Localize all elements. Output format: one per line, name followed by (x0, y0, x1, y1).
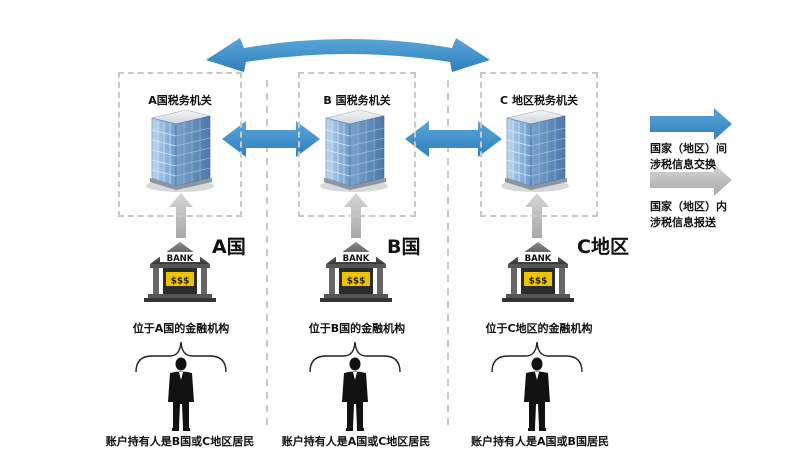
agency-title-b: B 国税务机关 (323, 94, 391, 107)
top-exchange-arrow (206, 38, 490, 72)
brace-a (135, 341, 227, 373)
holder-label-c: 账户持有人是A国或B国居民 (471, 435, 609, 448)
institution-label-b: 位于B国的金融机构 (308, 322, 406, 335)
agency-box-a (118, 72, 242, 217)
region-label-b: B国 (387, 236, 421, 258)
account-holder-icon-a (168, 357, 194, 431)
bank-money: $$$ (347, 277, 366, 287)
agency-box-c (480, 72, 598, 217)
legend-exchange-line1: 国家（地区）间 (650, 142, 727, 155)
account-holder-icon-c (524, 357, 550, 431)
bank-sign: BANK (343, 254, 370, 264)
exchange-arrow-a-b (222, 121, 320, 157)
brace-b (309, 341, 401, 373)
legend-exchange-line2: 涉税信息交换 (650, 158, 716, 171)
region-label-a: A国 (212, 236, 246, 258)
legend-report-text: 国家（地区）内 涉税信息报送 (650, 199, 727, 231)
bank-icon-c: BANK $$$ (502, 242, 574, 302)
holder-label-b: 账户持有人是A国或C地区居民 (281, 435, 431, 448)
institution-label-a: 位于A国的金融机构 (132, 322, 230, 335)
agency-title-a: A国税务机关 (148, 94, 212, 107)
account-holder-icon-b (342, 357, 368, 431)
brace-c (491, 341, 583, 373)
bank-money: $$$ (529, 277, 548, 287)
region-label-c: C地区 (577, 236, 629, 258)
holder-label-a: 账户持有人是B国或C地区居民 (105, 435, 255, 448)
exchange-arrow-b-c (405, 121, 502, 157)
bank-money: $$$ (171, 277, 190, 287)
bank-sign: BANK (167, 254, 194, 264)
legend-report-line1: 国家（地区）内 (650, 200, 727, 213)
bank-icon-a: BANK $$$ (144, 242, 216, 302)
bank-icon-b: BANK $$$ (320, 242, 392, 302)
legend-report-arrow (650, 164, 732, 196)
agency-box-b (298, 72, 416, 217)
legend-exchange-text: 国家（地区）间 涉税信息交换 (650, 141, 727, 173)
legend-exchange-arrow (650, 108, 732, 140)
institution-label-c: 位于C地区的金融机构 (485, 322, 593, 335)
legend-report-line2: 涉税信息报送 (650, 216, 716, 229)
bank-sign: BANK (525, 254, 552, 264)
agency-title-c: C 地区税务机关 (500, 94, 578, 107)
